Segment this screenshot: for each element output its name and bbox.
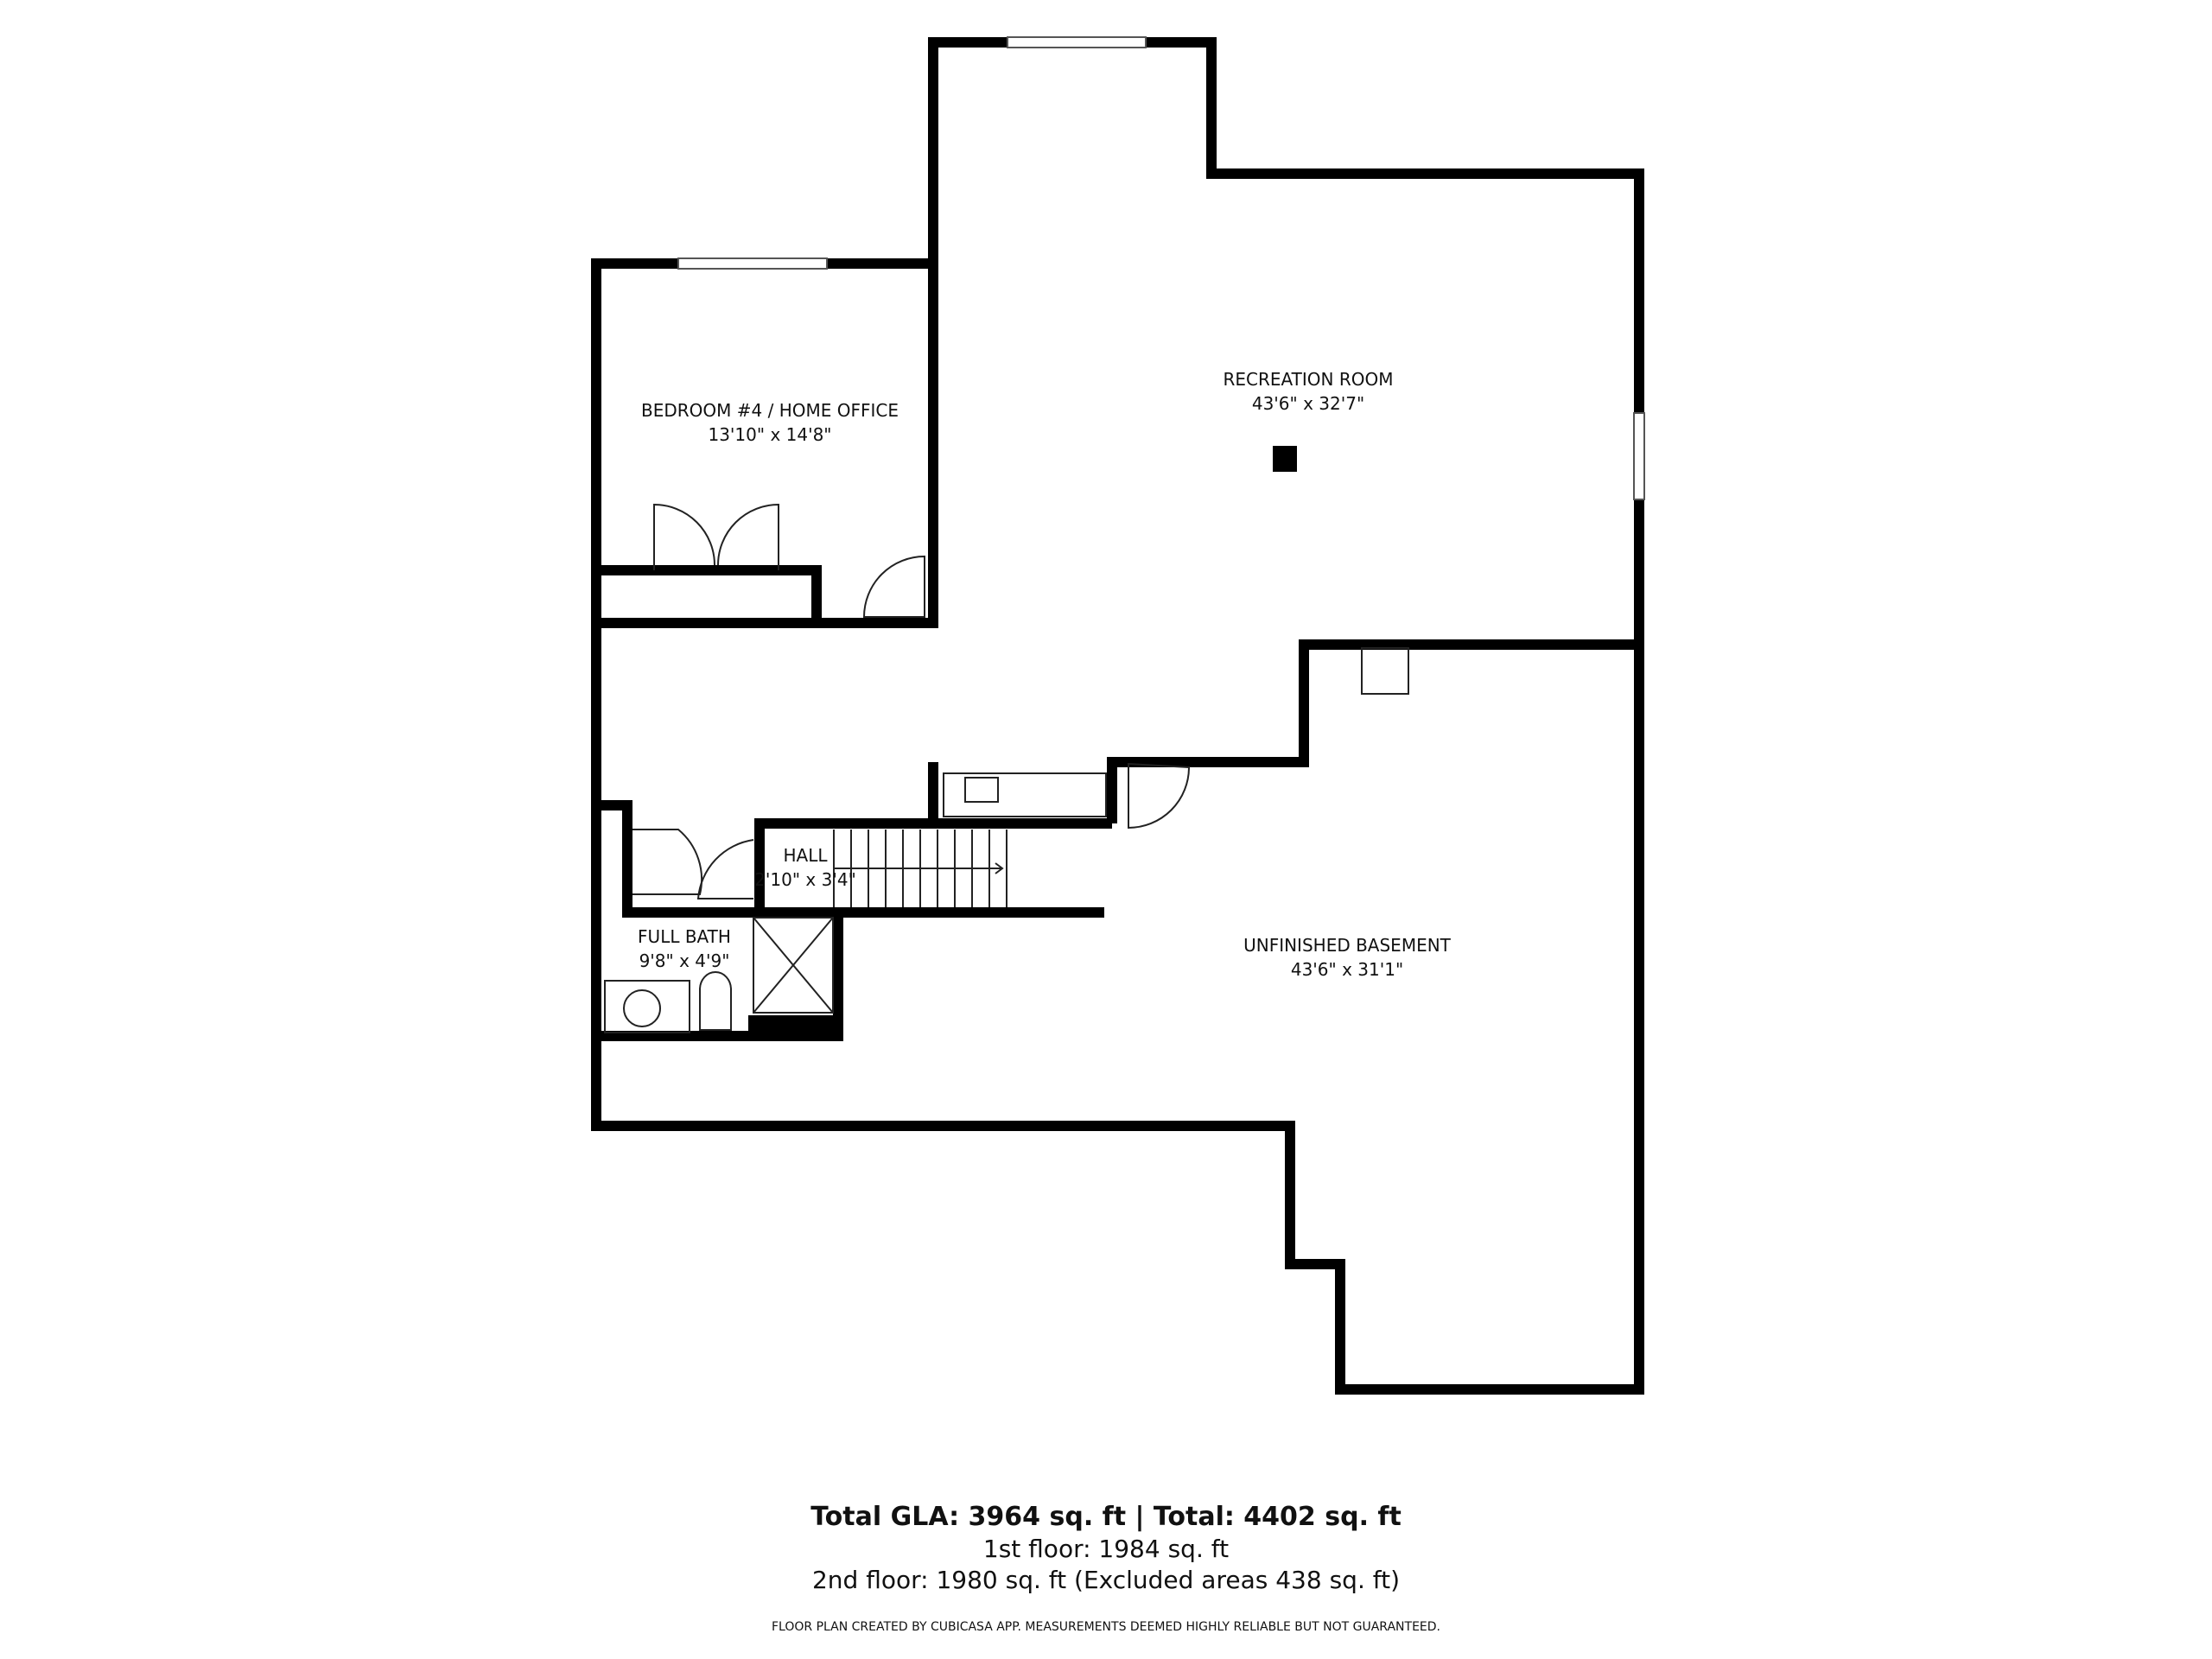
toilet [699,971,732,1031]
fixture [1361,647,1409,695]
second-floor-area: 2nd floor: 1980 sq. ft (Excluded areas 4… [811,1566,1401,1594]
room-name-basement: UNFINISHED BASEMENT [1243,935,1452,956]
vanity [604,980,690,1033]
closet-door [653,503,779,570]
basement-wall [1107,639,1639,823]
room-name-bath: FULL BATH [638,926,731,947]
first-floor-area: 1st floor: 1984 sq. ft [982,1535,1230,1563]
bedroom-door [862,555,925,618]
bath-wall [596,800,843,1041]
shower-base [748,1015,838,1038]
window [1007,36,1147,48]
room-size-recreation: 43'6" x 32'7" [1252,393,1364,414]
basement-door [1128,762,1191,830]
stairs [833,830,1007,907]
closet-wall [596,565,822,623]
disclaimer: FLOOR PLAN CREATED BY CUBICASA APP. MEAS… [772,1620,1440,1634]
total-area: Total GLA: 3964 sq. ft | Total: 4402 sq.… [810,1502,1402,1532]
hall-door [696,839,754,899]
room-name-bedroom: BEDROOM #4 / HOME OFFICE [641,400,899,421]
room-size-basement: 43'6" x 31'1" [1291,959,1403,980]
room-size-hall: 2'10" x 3'4" [754,869,856,890]
bedroom-wall [596,264,938,628]
counter-wall [928,762,1112,829]
room-name-hall: HALL [783,845,828,866]
column [1273,446,1297,472]
room-size-bedroom: 13'10" x 14'8" [708,424,831,445]
shower [753,917,834,1014]
exterior-wall [591,37,1644,1395]
counter [943,772,1107,817]
sink-basin [623,989,661,1027]
bath-door [632,829,702,895]
room-name-recreation: RECREATION ROOM [1224,369,1394,390]
window [677,257,828,270]
room-size-bath: 9'8" x 4'9" [639,950,730,971]
sink [964,777,999,803]
window [1633,412,1645,500]
